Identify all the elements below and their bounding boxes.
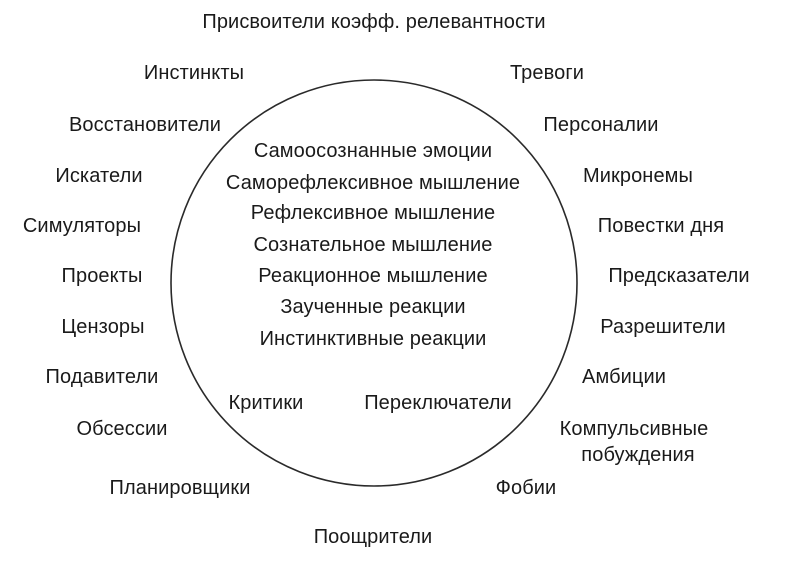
label-podaviteli: Подавители (45, 366, 159, 388)
label-povestki-dnya: Повестки дня (597, 215, 725, 237)
label-vosstanoviteli: Восстановители (68, 114, 222, 136)
level-learned-reactions: Заученные реакции (280, 296, 466, 318)
level-self-conscious-emotions: Самоосознанные эмоции (253, 140, 493, 162)
level-self-reflective-thinking: Саморефлексивное мышление (225, 172, 521, 194)
label-predskazateli: Предсказатели (608, 265, 750, 287)
label-instinkty: Инстинкты (143, 62, 245, 84)
level-deliberative-thinking: Сознательное мышление (253, 234, 493, 256)
label-ambitsii: Амбиции (582, 366, 666, 388)
label-obsessii: Обсессии (76, 418, 168, 440)
label-mikronemy: Микронемы (582, 165, 694, 187)
label-proekty: Проекты (61, 265, 143, 287)
label-iskateli: Искатели (55, 165, 143, 187)
level-instinctive-reactions: Инстинктивные реакции (259, 328, 487, 350)
label-kritiki: Критики (228, 392, 304, 414)
label-fobii: Фобии (495, 477, 557, 499)
label-tsenzory: Цензоры (61, 316, 145, 338)
label-planirovshchiki: Планировщики (109, 477, 251, 499)
label-pobuzhdeniya: побуждения (581, 444, 695, 466)
label-trevogi: Тревоги (509, 62, 585, 84)
label-simulyatory: Симуляторы (22, 215, 142, 237)
label-pooshchriteli: Поощрители (313, 526, 433, 548)
mind-boundary-circle (170, 79, 578, 487)
label-pereklyuchateli: Переключатели (364, 392, 512, 414)
label-razreshiteli: Разрешители (600, 316, 726, 338)
label-personalii: Персоналии (543, 114, 659, 136)
label-kompulsivnye: Компульсивные (559, 418, 709, 440)
level-reactive-thinking: Реакционное мышление (258, 265, 488, 287)
level-reflective-thinking: Рефлексивное мышление (250, 202, 496, 224)
label-prisvoiteli: Присвоители коэфф. релевантности (202, 11, 546, 33)
